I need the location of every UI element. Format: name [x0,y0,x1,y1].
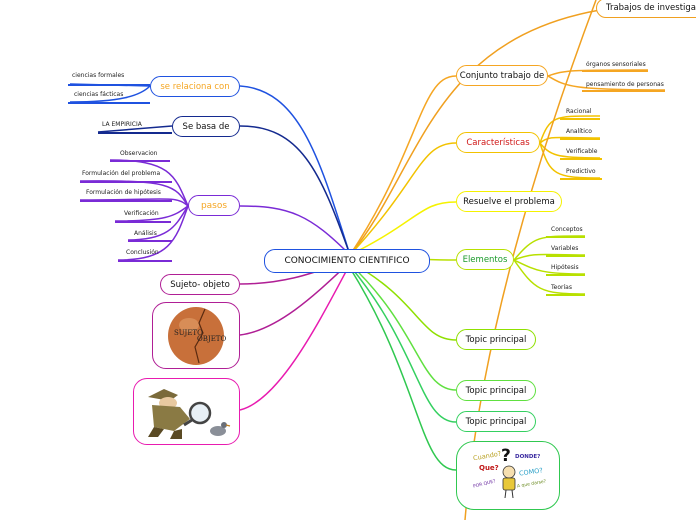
conjunto-trabajo-label: Conjunto trabajo de [459,70,545,81]
node-resuelve-problema[interactable]: Resuelve el problema [456,191,562,212]
leaf-analitico: Analítico [566,128,592,135]
leaf-verificacion: Verificación [124,210,159,217]
leaf-verificable: Verificable [566,148,598,155]
sujeto-objeto-label: Sujeto- objeto [170,279,230,290]
leaf-conclusion: Conclusión [126,249,159,256]
leaf-predictivo: Predictivo [566,168,596,175]
elementos-label: Elementos [462,254,508,265]
leaf-underline [546,294,585,296]
node-se-basa-de[interactable]: Se basa de [172,116,240,137]
leaf-underline [546,274,585,276]
topic-principal-3-label: Topic principal [465,416,527,427]
questions-image-node[interactable]: Cuando? DONDE? Que? COMO? POR QUE? A que… [456,441,560,510]
thinking-boy-icon [502,465,516,499]
detective-image-node[interactable] [133,378,240,445]
leaf-organos-sensoriales: órganos sensoriales [586,61,646,68]
leaf-racional: Racional [566,108,592,115]
leaf-underline [582,90,665,92]
topic-principal-2-label: Topic principal [465,385,527,396]
caracteristicas-label: Características [466,137,530,148]
egg-image-node[interactable]: SUJETO OBJETO [152,302,240,369]
node-topic-principal-1[interactable]: Topic principal [456,329,536,350]
leaf-underline [80,200,172,202]
leaf-underline [546,255,585,257]
egg-icon [168,307,224,365]
leaf-underline [546,236,585,238]
leaf-underline [68,102,150,104]
egg-text-objeto: OBJETO [197,335,227,343]
leaf-variables: Variables [551,245,579,252]
trabajos-investigacion-label: Trabajos de investigación [606,3,696,13]
node-trabajos-investigacion[interactable]: Trabajos de investigación [596,0,696,18]
resuelve-problema-label: Resuelve el problema [463,196,555,207]
leaf-teorias: Teorías [551,284,572,291]
leaf-underline [80,181,172,183]
leaf-underline [560,158,602,160]
leaf-la-empiricia: LA EMPIRICIA [102,121,142,128]
leaf-conceptos: Conceptos [551,226,583,233]
node-topic-principal-2[interactable]: Topic principal [456,380,536,401]
leaf-underline [560,118,600,120]
leaf-underline [560,178,602,180]
leaf-formulacion-hipotesis: Formulación de hipótesis [86,189,161,196]
detective-magnifier-icon [148,389,231,439]
node-elementos[interactable]: Elementos [456,249,514,270]
leaf-underline [110,160,170,162]
se-basa-de-label: Se basa de [182,121,230,132]
question-word-que: Que? [479,464,499,472]
node-pasos[interactable]: pasos [188,195,240,216]
leaf-underline [98,132,172,134]
leaf-analisis: Análisis [134,230,157,237]
leaf-hipotesis: Hipótesis [551,264,579,271]
node-topic-principal-3[interactable]: Topic principal [456,411,536,432]
leaf-underline [582,70,648,72]
node-conjunto-trabajo[interactable]: Conjunto trabajo de [456,65,548,86]
leaf-underline [115,221,171,223]
leaf-underline [68,84,150,86]
central-topic[interactable]: CONOCIMIENTO CIENTIFICO [264,249,430,273]
leaf-pensamiento-personas: pensamiento de personas [586,81,664,88]
question-mark-icon: ? [501,446,511,466]
node-se-relaciona-con[interactable]: se relaciona con [150,76,240,97]
node-caracteristicas[interactable]: Características [456,132,540,153]
se-relaciona-con-label: se relaciona con [160,81,230,92]
leaf-observacion: Observacion [120,150,158,157]
egg-text-sujeto: SUJETO [174,329,203,337]
leaf-underline [560,138,600,140]
leaf-formulacion-problema: Formulación del problema [82,170,161,177]
leaf-underline [118,260,172,262]
node-sujeto-objeto[interactable]: Sujeto- objeto [160,274,240,295]
leaf-ciencias-facticas: ciencias fácticas [74,91,124,98]
central-topic-label: CONOCIMIENTO CIENTIFICO [284,256,410,266]
leaf-underline [128,240,172,242]
pasos-label: pasos [200,200,228,211]
topic-principal-1-label: Topic principal [465,334,527,345]
question-word-donde: DONDE? [515,454,541,460]
leaf-ciencias-formales: ciencias formales [72,72,125,79]
